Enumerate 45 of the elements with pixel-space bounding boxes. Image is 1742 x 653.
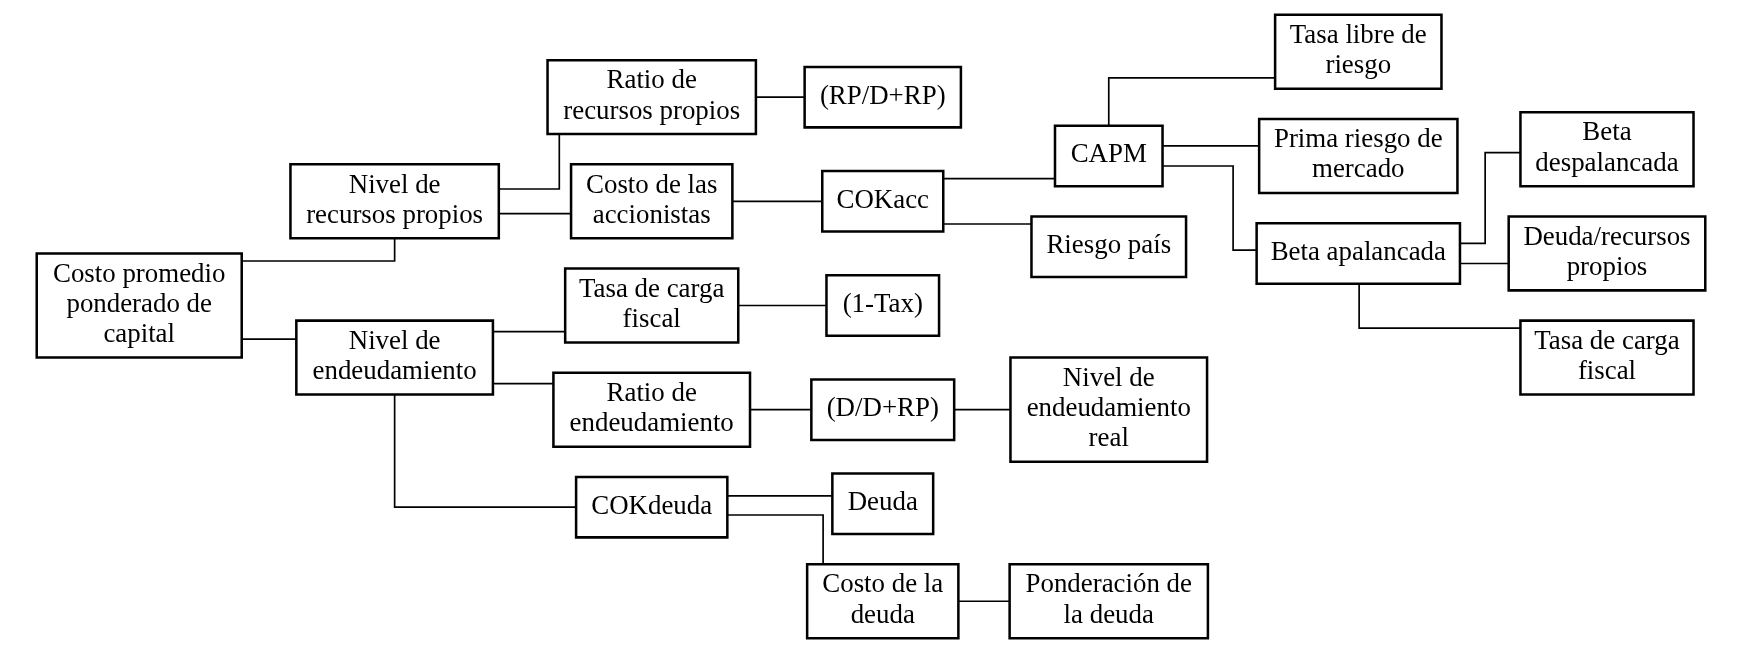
node-box: Deuda xyxy=(831,472,935,536)
node-box: Nivel de recursos propios xyxy=(289,163,501,240)
node-box: Prima riesgo de mercado xyxy=(1257,117,1459,195)
node-box: Beta despalancada xyxy=(1519,111,1695,188)
node-box: Deuda/recursos propios xyxy=(1507,215,1707,292)
connector xyxy=(492,382,555,385)
node-box: Tasa libre de riesgo xyxy=(1273,13,1443,90)
connector xyxy=(241,338,297,340)
node-box: Nivel de endeudamiento real xyxy=(1009,356,1209,464)
node-box: Costo promedio ponderado de capital xyxy=(35,252,243,359)
node-box: Tasa de carga fiscal xyxy=(1519,319,1695,396)
node-box: COKdeuda xyxy=(574,475,729,539)
connector xyxy=(1358,283,1522,329)
connector xyxy=(942,223,1032,225)
connector xyxy=(942,177,1056,180)
node-box: Beta apalancada xyxy=(1255,221,1462,285)
connector xyxy=(731,200,823,203)
node-box: (RP/D+RP) xyxy=(803,65,963,129)
connector xyxy=(749,408,812,411)
connector xyxy=(1459,262,1509,265)
connector xyxy=(492,330,566,333)
node-box: Ponderación de la deuda xyxy=(1008,563,1210,640)
connector xyxy=(393,393,577,508)
connector xyxy=(1459,151,1522,245)
node-box: Costo de las accionistas xyxy=(569,163,734,240)
node-box: (1-Tax) xyxy=(825,274,941,337)
node-box: CAPM xyxy=(1053,124,1164,188)
connector xyxy=(737,304,828,307)
node-box: Ratio de endeudamiento xyxy=(552,371,752,448)
node-box: Tasa de carga fiscal xyxy=(563,267,740,344)
node-box: Riesgo país xyxy=(1030,215,1188,279)
connector xyxy=(498,212,572,215)
node-box: Costo de la deuda xyxy=(805,563,960,640)
connector xyxy=(726,514,824,565)
connector xyxy=(1107,76,1276,127)
node-box: Nivel de endeudamiento xyxy=(295,319,495,396)
connector xyxy=(1162,145,1260,147)
connector xyxy=(957,600,1010,603)
connector xyxy=(953,408,1012,411)
node-box: (D/D+RP) xyxy=(810,378,956,442)
connector xyxy=(755,96,805,98)
connector xyxy=(498,133,561,190)
connector xyxy=(726,495,833,497)
node-box: COKacc xyxy=(821,169,945,233)
node-box: Ratio de recursos propios xyxy=(546,58,758,136)
